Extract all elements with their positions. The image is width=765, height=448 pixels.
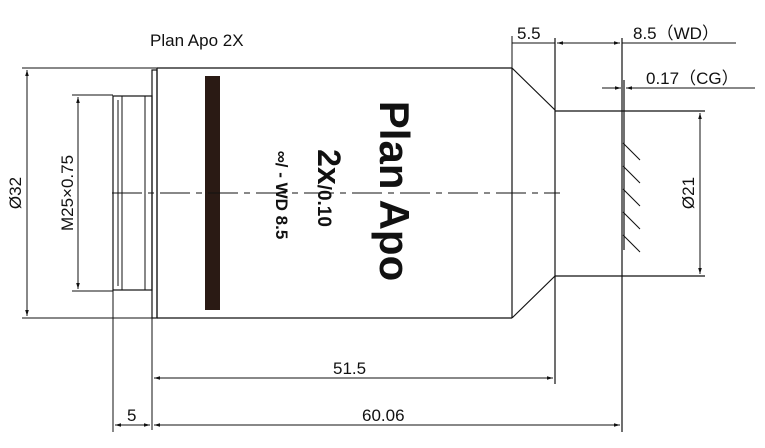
dim-front-diameter-label: Ø21 (679, 177, 698, 209)
dim-nose-length: 5.5 (511, 24, 555, 68)
dim-thread-length: 5 (112, 290, 150, 432)
cover-glass (555, 38, 705, 432)
dim-body-diameter-label: Ø32 (6, 177, 25, 209)
dim-body-diameter: Ø32 (6, 67, 157, 319)
dim-parfocal-body: 51.5 (151, 318, 553, 430)
dim-total-label: 60.06 (362, 406, 405, 425)
thread-section (112, 69, 158, 319)
engraving-na: /0.10 (313, 185, 334, 227)
dim-wd-label: 8.5（WD） (633, 24, 719, 43)
drawing-title: Plan Apo 2X (150, 31, 244, 50)
dim-cover-glass: 0.17（CG） (602, 69, 755, 90)
dim-thread-label: M25×0.75 (58, 155, 77, 231)
dim-parfocal-label: 51.5 (333, 359, 366, 378)
engraving: Plan Apo 2x/0.10 ∞/ - WD 8.5 (272, 101, 418, 281)
engraving-magnification-na: 2x/0.10 (311, 149, 347, 227)
dim-thread-length-label: 5 (127, 406, 136, 425)
dim-cg-label: 0.17（CG） (646, 69, 739, 88)
engraving-plan-apo: Plan Apo (371, 101, 418, 281)
engraving-magnification: 2x (311, 149, 347, 185)
objective-body (156, 38, 556, 384)
dim-front-diameter: Ø21 (679, 113, 702, 274)
dim-thread: M25×0.75 (58, 94, 113, 292)
engraving-wd: ∞/ - WD 8.5 (272, 151, 291, 240)
dim-working-distance: 8.5（WD） (557, 24, 736, 45)
dim-total-length: 60.06 (154, 406, 620, 427)
dim-nose-length-label: 5.5 (517, 24, 541, 43)
